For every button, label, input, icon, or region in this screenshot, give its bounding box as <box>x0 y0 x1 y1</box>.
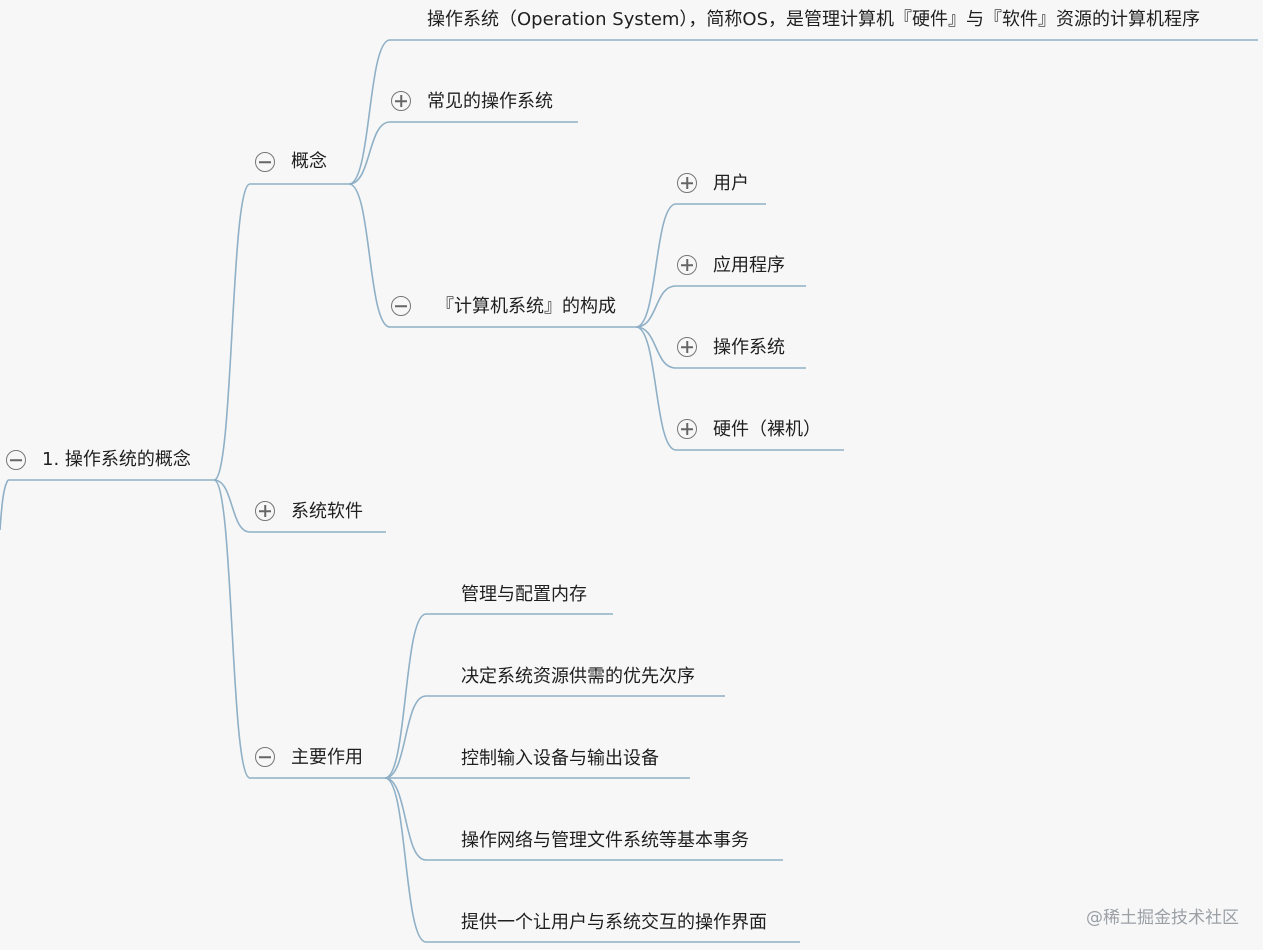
node-network-label: 操作网络与管理文件系统等基本事务 <box>461 830 749 851</box>
node-common-os-label: 常见的操作系统 <box>427 91 553 112</box>
node-root-label: 1. 操作系统的概念 <box>42 449 191 470</box>
node-concept-label: 概念 <box>291 151 327 172</box>
edge-main-memory <box>384 613 427 779</box>
node-hardware-label: 硬件（裸机） <box>713 419 821 440</box>
collapse-icon[interactable] <box>391 296 411 316</box>
node-priority-label: 决定系统资源供需的优先次序 <box>461 666 695 687</box>
node-io-label: 控制输入设备与输出设备 <box>461 748 659 769</box>
node-composition-label: 『计算机系统』的构成 <box>436 296 616 317</box>
node-definition[interactable]: 操作系统（Operation System），简称OS，是管理计算机『硬件』与『… <box>427 8 1200 32</box>
node-io[interactable]: 控制输入设备与输出设备 <box>461 747 659 771</box>
node-priority[interactable]: 决定系统资源供需的优先次序 <box>461 665 695 689</box>
edge-root-main-functions <box>213 479 251 779</box>
node-os[interactable]: 操作系统 <box>713 336 785 360</box>
node-app[interactable]: 应用程序 <box>713 254 785 278</box>
node-common-os[interactable]: 常见的操作系统 <box>427 90 553 114</box>
node-system-software[interactable]: 系统软件 <box>291 500 363 524</box>
node-concept[interactable]: 概念 <box>291 150 327 174</box>
node-main-functions[interactable]: 主要作用 <box>291 746 363 770</box>
edge-root-stub <box>0 479 9 531</box>
node-main-functions-label: 主要作用 <box>291 747 363 768</box>
collapse-icon[interactable] <box>255 152 275 172</box>
edge-concept-common-os <box>348 121 391 185</box>
node-hardware[interactable]: 硬件（裸机） <box>713 418 821 442</box>
node-system-software-label: 系统软件 <box>291 501 363 522</box>
node-network[interactable]: 操作网络与管理文件系统等基本事务 <box>461 829 749 853</box>
edge-root-system-software <box>213 479 251 533</box>
edge-main-network <box>384 777 427 861</box>
node-app-label: 应用程序 <box>713 255 785 276</box>
node-definition-label: 操作系统（Operation System），简称OS，是管理计算机『硬件』与『… <box>427 9 1201 30</box>
collapse-icon[interactable] <box>255 747 275 767</box>
edge-root-concept <box>213 183 251 481</box>
watermark: @稀土掘金技术社区 <box>1086 908 1239 928</box>
node-user-label: 用户 <box>713 173 749 194</box>
node-root[interactable]: 1. 操作系统的概念 <box>42 448 191 472</box>
edge-main-priority <box>384 695 427 779</box>
expand-icon[interactable] <box>391 91 411 111</box>
expand-icon[interactable] <box>677 255 697 275</box>
node-composition[interactable]: 『计算机系统』的构成 <box>436 295 616 319</box>
node-memory[interactable]: 管理与配置内存 <box>461 583 587 607</box>
collapse-icon[interactable] <box>6 450 26 470</box>
expand-icon[interactable] <box>677 419 697 439</box>
node-memory-label: 管理与配置内存 <box>461 584 587 605</box>
edge-composition-hardware <box>635 326 677 451</box>
node-os-label: 操作系统 <box>713 337 785 358</box>
node-interface-label: 提供一个让用户与系统交互的操作界面 <box>461 912 767 933</box>
edge-concept-definition <box>348 39 391 185</box>
edge-main-interface <box>384 777 427 943</box>
expand-icon[interactable] <box>677 337 697 357</box>
node-interface[interactable]: 提供一个让用户与系统交互的操作界面 <box>461 911 767 935</box>
edge-composition-os <box>635 326 677 369</box>
expand-icon[interactable] <box>255 501 275 521</box>
node-user[interactable]: 用户 <box>713 172 749 196</box>
edge-concept-composition <box>348 183 391 328</box>
edge-composition-user <box>635 203 677 328</box>
expand-icon[interactable] <box>677 173 697 193</box>
edge-composition-app <box>635 285 677 328</box>
